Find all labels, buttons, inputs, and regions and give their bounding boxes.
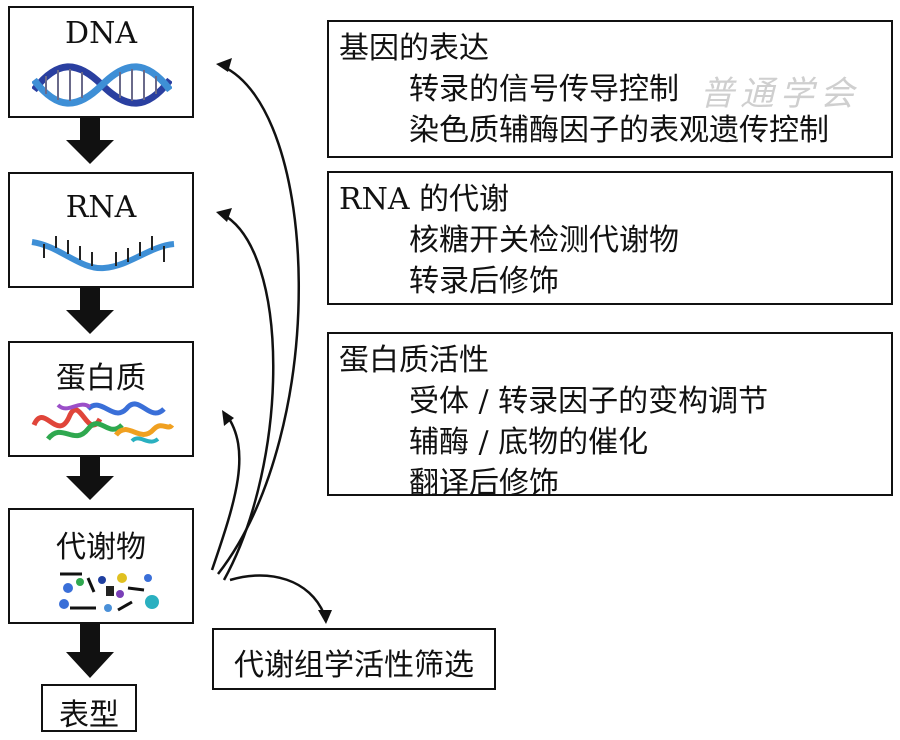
feedback-arrow-to-rna <box>221 212 275 581</box>
arrowhead-dna <box>216 58 232 72</box>
metabolite-label: 代谢物 <box>56 530 146 565</box>
panel-heading: RNA 的代谢 <box>339 182 510 217</box>
metabolite-molecules-icon <box>59 572 159 612</box>
arrowhead-protein <box>222 410 234 426</box>
dna-label: DNA <box>65 16 137 51</box>
screening-box: 代谢组学活性筛选 <box>212 628 496 690</box>
panel-protein-activity: 蛋白质活性 受体 / 转录因子的变构调节 辅酶 / 底物的催化 翻译后修饰 <box>327 332 893 501</box>
panel-item: 辅酶 / 底物的催化 <box>409 425 649 460</box>
feedback-arrow-to-protein <box>210 413 241 571</box>
screening-label: 代谢组学活性筛选 <box>234 648 474 683</box>
rna-label: RNA <box>65 190 137 225</box>
arrow-to-screening <box>229 574 326 615</box>
panel-rna-metabolism: RNA 的代谢 核糖开关检测代谢物 转录后修饰 <box>327 171 893 305</box>
protein-box: 蛋白质 <box>8 341 194 457</box>
arrow-down-protein-metabolite <box>66 457 114 500</box>
phenotype-box: 表型 <box>41 684 137 733</box>
panel-item: 转录后修饰 <box>409 264 559 299</box>
panel-heading: 基因的表达 <box>339 31 489 66</box>
metabolite-box: 代谢物 <box>8 508 194 624</box>
arrow-down-rna-protein <box>66 288 114 334</box>
panel-item: 染色质辅酶因子的表观遗传控制 <box>409 113 829 148</box>
panel-item: 核糖开关检测代谢物 <box>409 223 679 258</box>
phenotype-label: 表型 <box>59 698 119 733</box>
arrowhead-rna <box>216 208 232 222</box>
protein-structure-icon <box>31 401 175 444</box>
rna-strand-icon <box>31 236 175 272</box>
panel-item: 翻译后修饰 <box>409 466 559 501</box>
protein-label: 蛋白质 <box>56 361 146 396</box>
arrow-down-dna-rna <box>66 118 114 164</box>
arrow-down-metabolite-phenotype <box>66 624 114 678</box>
panel-gene-expression: 基因的表达 转录的信号传导控制 染色质辅酶因子的表观遗传控制 <box>327 20 893 158</box>
panel-item: 转录的信号传导控制 <box>409 72 679 107</box>
arrowhead-screening <box>318 610 332 624</box>
dna-helix-icon <box>32 63 172 107</box>
panel-heading: 蛋白质活性 <box>339 343 489 378</box>
dna-box: DNA <box>8 6 194 118</box>
watermark-text: 普通学会 <box>700 74 860 114</box>
panel-item: 受体 / 转录因子的变构调节 <box>409 384 769 419</box>
feedback-arrow-to-dna <box>217 64 300 575</box>
rna-box: RNA <box>8 172 194 288</box>
